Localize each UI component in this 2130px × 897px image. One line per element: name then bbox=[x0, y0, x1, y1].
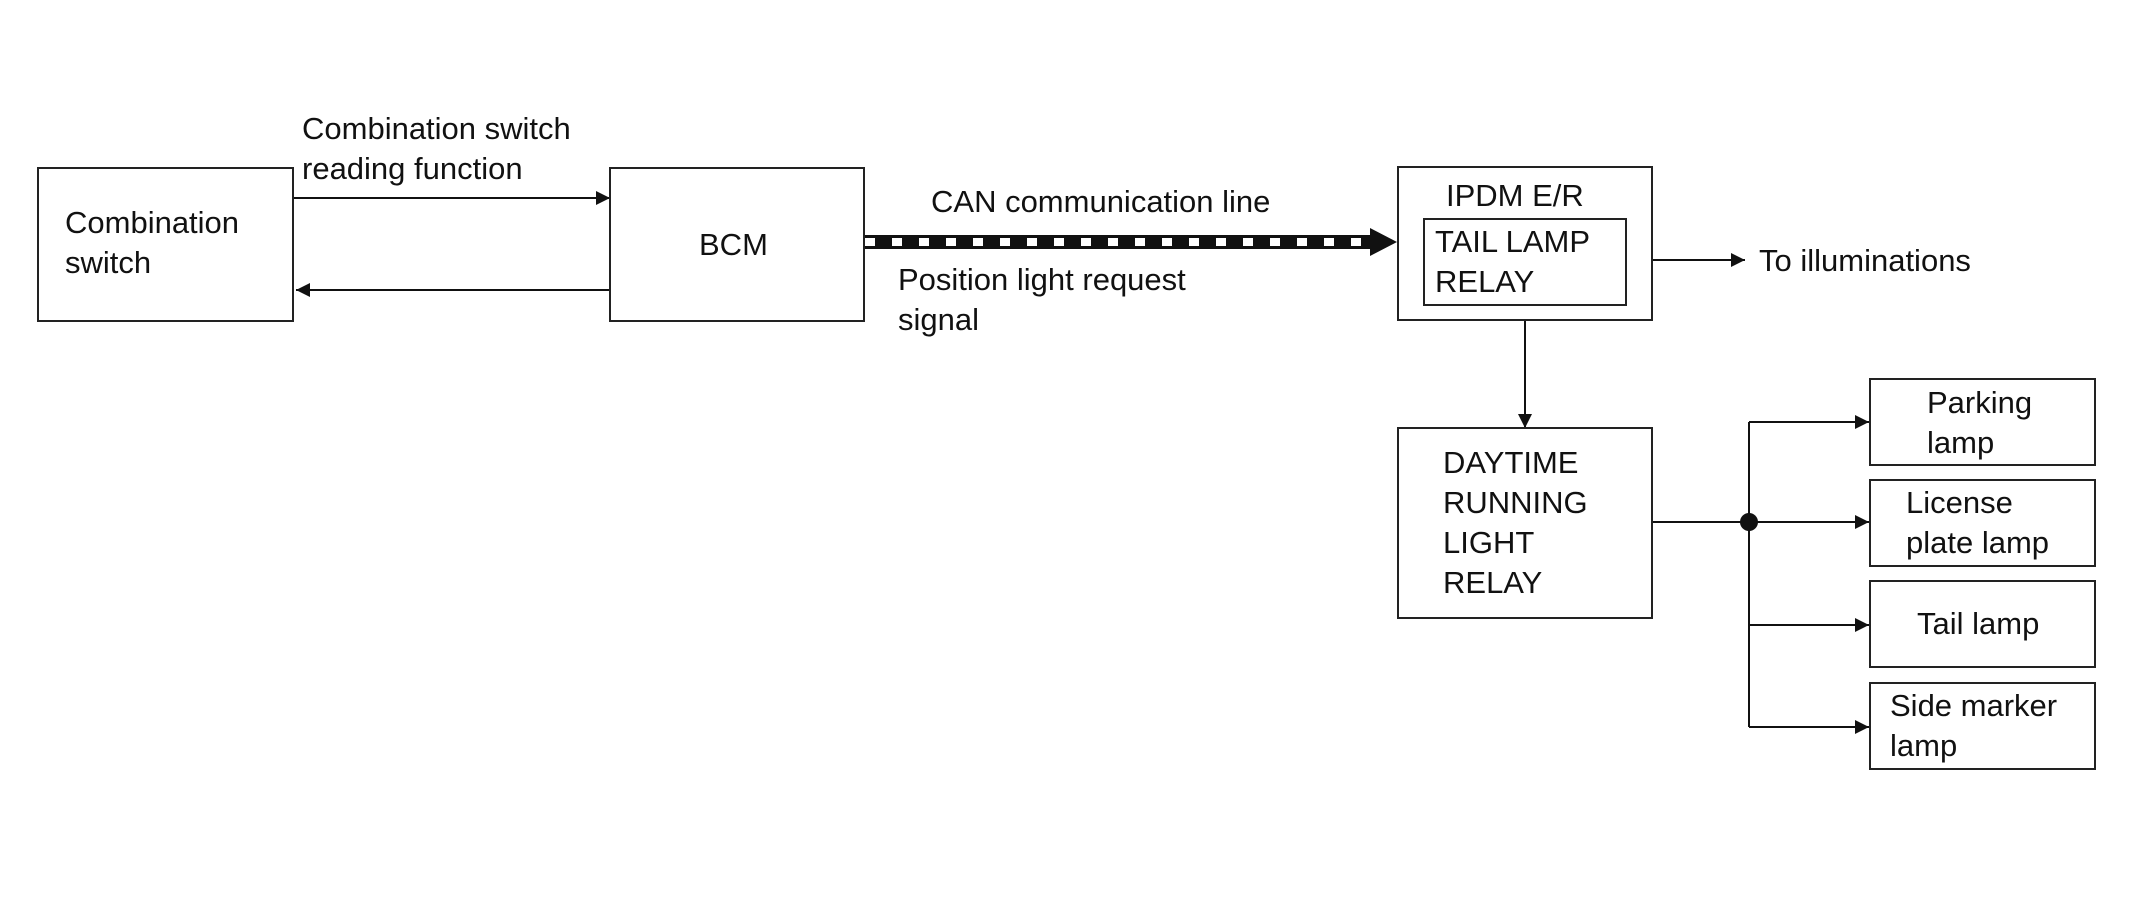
bcm-label: BCM bbox=[699, 227, 768, 262]
tail-lamp-box: Tail lamp bbox=[1869, 580, 2096, 668]
side-marker-lamp-box: Side marker lamp bbox=[1869, 682, 2096, 770]
tail-lamp-relay-box: TAIL LAMP RELAY bbox=[1423, 218, 1627, 306]
side-marker-lamp-label: Side marker lamp bbox=[1890, 688, 2058, 763]
position-light-request-label: Position light request signal bbox=[898, 262, 1186, 337]
license-plate-lamp-label: License plate lamp bbox=[1906, 485, 2050, 560]
ipdm-box: IPDM E/R TAIL LAMP RELAY bbox=[1397, 166, 1653, 321]
parking-lamp-box: Parking lamp bbox=[1869, 378, 2096, 466]
license-plate-lamp-box: License plate lamp bbox=[1869, 479, 2096, 567]
drl-relay-box: DAYTIME RUNNING LIGHT RELAY bbox=[1397, 427, 1653, 619]
tail-lamp-label: Tail lamp bbox=[1917, 606, 2040, 641]
drl-relay-label: DAYTIME RUNNING LIGHT RELAY bbox=[1443, 445, 1588, 600]
bcm-box: BCM bbox=[609, 167, 865, 322]
combination-switch-box: Combination switch bbox=[37, 167, 294, 322]
can-line-label: CAN communication line bbox=[931, 184, 1271, 219]
combination-switch-reading-label: Combination switch reading function bbox=[302, 111, 571, 186]
can-line-arrowhead bbox=[1370, 228, 1397, 256]
ipdm-label: IPDM E/R bbox=[1446, 178, 1584, 213]
to-illuminations-label: To illuminations bbox=[1759, 243, 1971, 278]
combination-switch-label: Combination switch bbox=[65, 205, 240, 280]
parking-lamp-label: Parking lamp bbox=[1927, 385, 2033, 460]
tail-lamp-relay-label: TAIL LAMP RELAY bbox=[1435, 224, 1591, 299]
